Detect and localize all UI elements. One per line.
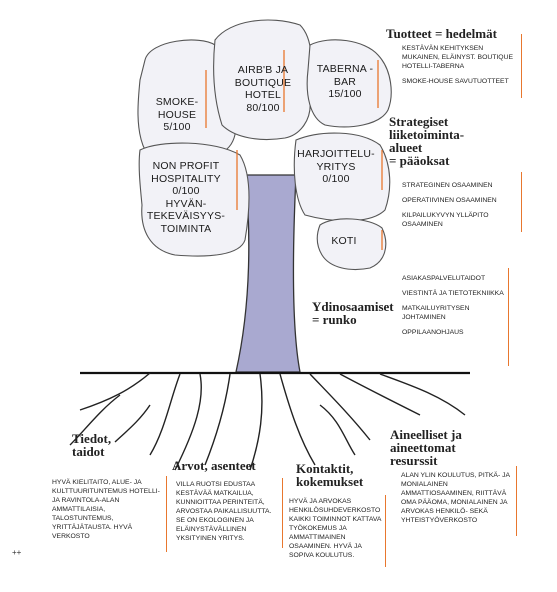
heading-tuotteet: Tuotteet = hedelmät [386, 26, 497, 41]
list-tuotteet-item: SMOKE-HOUSE SAVUTUOTTEET [402, 78, 509, 85]
roots [69, 372, 466, 471]
heading-tiedot: Tiedot, taidot [72, 431, 112, 459]
root-text-kontaktit: HYVÄ JA ARVOKAS HENKILÖSUHDEVERKOSTO KAI… [289, 498, 382, 559]
cloud-nonprofit-shape [138, 142, 250, 257]
footer-mark: ++ [12, 548, 22, 557]
heading-ydinosaamiset: Ydinosaamiset = runko [312, 299, 394, 327]
list-ydinosaamiset-item: MATKAILUYRITYSEN JOHTAMINEN [402, 305, 470, 321]
accent-bar-tuotteet [521, 34, 523, 98]
cloud-koti-label: KOTI [331, 235, 357, 247]
accent-bar-tiedot [166, 476, 168, 552]
list-strategiset-item: KILPAILUKYVYN YLLÄPITO OSAAMINEN [402, 212, 489, 228]
heading-arvot: Arvot, asenteet [172, 458, 256, 473]
accent-bar-arvot [282, 478, 284, 548]
root-text-tiedot: HYVÄ KIELITAITO, ALUE- JA KULTTUURITUNTE… [52, 479, 160, 540]
accent-bar-strategiset [521, 172, 523, 232]
list-tuotteet-item: KESTÄVÄN KEHITYKSEN MUKAINEN, ELÄINYST. … [402, 45, 514, 70]
root-text-arvot: VILLA RUOTSI EDUSTAA KESTÄVÄÄ MATKAILUA,… [176, 481, 272, 542]
cloud-harjoittelu-label: HARJOITTELU- YRITYS 0/100 [297, 148, 375, 185]
cloud-airbnb-shape [213, 19, 313, 141]
list-ydinosaamiset-item: ASIAKASPALVELUTAIDOT [402, 275, 486, 282]
cloud-taberna-label: TABERNA - BAR 15/100 [316, 63, 374, 100]
list-strategiset: STRATEGINEN OSAAMINEN OPERATIIVINEN OSAA… [402, 181, 514, 235]
list-ydinosaamiset-item: VIESTINTÄ JA TIETOTEKNIIKKA [402, 290, 504, 297]
list-strategiset-item: STRATEGINEN OSAAMINEN [402, 182, 493, 189]
cloud-airbnb-label: AIRB'B JA BOUTIQUE HOTEL 80/100 [234, 64, 292, 114]
cloud-smokehouse-shape [137, 39, 237, 159]
list-tuotteet: KESTÄVÄN KEHITYKSEN MUKAINEN, ELÄINYST. … [402, 44, 514, 92]
heading-aineelliset: Aineelliset ja aineettomat resurssit [390, 427, 462, 468]
cloud-harjoittelu-shape [293, 132, 391, 222]
cloud-taberna-shape [306, 39, 392, 128]
accent-bar-kontaktit [385, 495, 387, 567]
list-ydinosaamiset-item: OPPILAANOHJAUS [402, 329, 464, 336]
accent-bar-aineelliset [516, 466, 518, 536]
root-text-aineelliset: ALAN YLIN KOULUTUS, PITKÄ- JA MONIALAINE… [401, 472, 510, 524]
accent-bar-ydinosaamiset [508, 268, 510, 366]
canopy-clouds [137, 19, 392, 271]
list-strategiset-item: OPERATIIVINEN OSAAMINEN [402, 197, 497, 204]
cloud-smokehouse-label: SMOKE- HOUSE 5/100 [155, 96, 199, 133]
heading-kontaktit: Kontaktit, kokemukset [296, 461, 364, 489]
heading-strategiset: Strategiset liiketoiminta- alueet = pääo… [389, 114, 465, 168]
list-ydinosaamiset: ASIAKASPALVELUTAIDOT VIESTINTÄ JA TIETOT… [402, 274, 512, 343]
cloud-koti-shape [316, 218, 387, 271]
cloud-nonprofit-label: NON PROFIT HOSPITALITY 0/100 HYVÄN- TEKE… [146, 160, 226, 235]
